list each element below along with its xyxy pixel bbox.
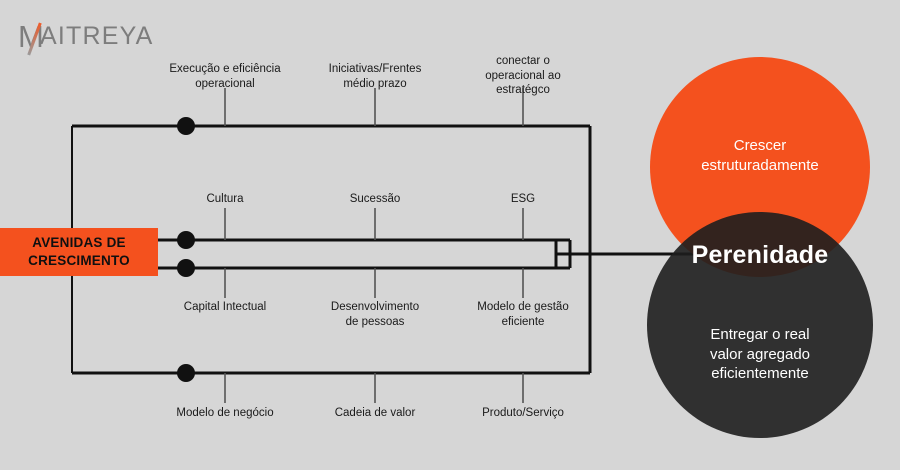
label-modelo-de-gestao-eficiente: Modelo de gestão eficiente (477, 301, 569, 328)
branch-dot-top (177, 117, 195, 135)
label-capital-intectual: Capital Intectual (183, 301, 267, 313)
venn-label-perenidade: Perenidade (691, 241, 829, 269)
label-desenvolvimento-de-pessoas: Desenvolvimento de pessoas (330, 301, 420, 328)
logo-wordmark: AITREYA (40, 22, 154, 50)
label-conectar-operacional-estrategico: conectar o operacional ao estratégco (485, 55, 561, 97)
label-sucessao: Sucessão (349, 193, 401, 205)
venn-circle-entregar (647, 212, 873, 438)
venn-label-entregar: Entregar o real valor agregado eficiente… (709, 326, 811, 382)
maitreya-logo: M AITREYA (18, 21, 188, 62)
label-cultura: Cultura (206, 193, 244, 205)
label-modelo-de-negocio: Modelo de negócio (176, 407, 274, 419)
venn-label-crescer: Crescer estruturadamente (701, 137, 819, 174)
label-produto-servico: Produto/Serviço (482, 407, 564, 419)
label-iniciativas-frentes-medio-prazo: Iniciativas/Frentes médio prazo (328, 63, 422, 90)
branch-dot-middle-lower (177, 259, 195, 277)
avenidas-label: AVENIDAS DE CRESCIMENTO (28, 235, 130, 268)
label-execucao-eficiencia-operacional: Execução e eficiência operacional (169, 63, 281, 90)
branch-dot-middle-upper (177, 231, 195, 249)
label-esg: ESG (510, 193, 536, 205)
branch-dot-bottom (177, 364, 195, 382)
label-cadeia-de-valor: Cadeia de valor (334, 407, 416, 419)
avenidas-de-crescimento-box: AVENIDAS DE CRESCIMENTO (0, 228, 158, 276)
